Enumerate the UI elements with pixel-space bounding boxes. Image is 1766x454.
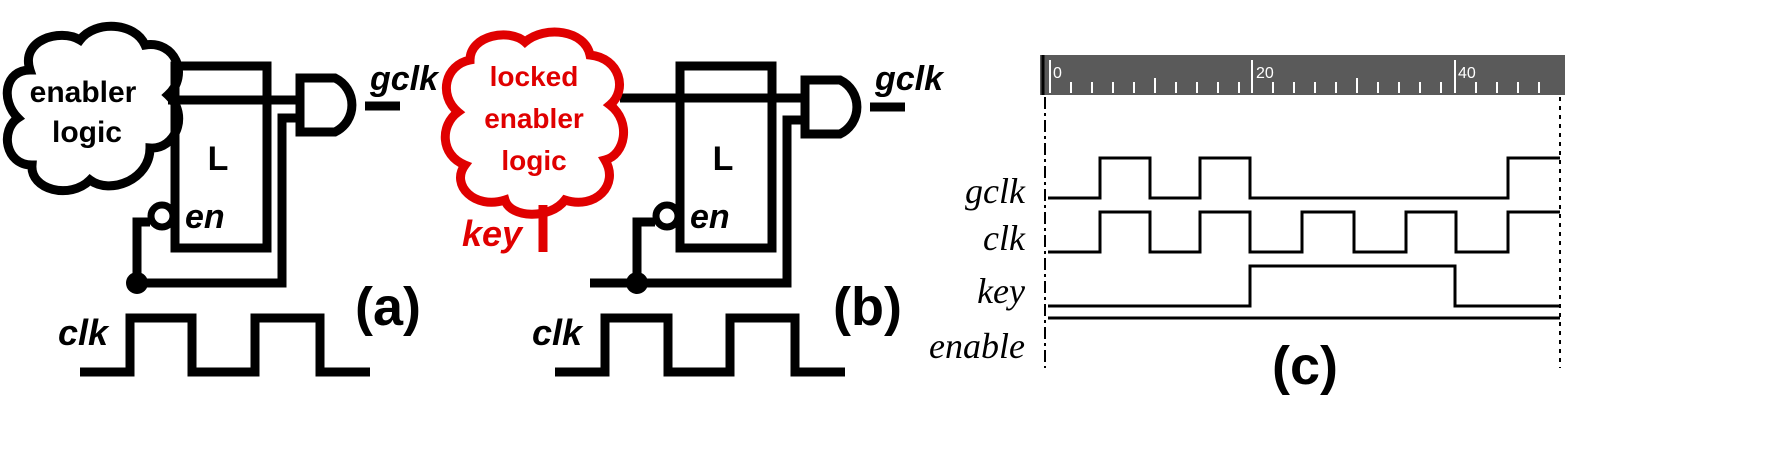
panel-label-b: (b): [833, 277, 902, 337]
waveforms: [1048, 156, 1560, 320]
latch-label-b: L: [713, 140, 734, 178]
signal-label-key: key: [977, 271, 1025, 311]
gclk-label-a: gclk: [369, 60, 440, 98]
junction-dot-b: [626, 272, 648, 294]
latch-box-a: [170, 61, 272, 253]
wave-gclk: [1048, 156, 1560, 200]
cloud-text-line2-a: logic: [52, 116, 122, 149]
and-gate-a: [295, 73, 357, 137]
ruler-tick-40: 40: [1458, 65, 1476, 82]
en-label-a: en: [185, 198, 225, 236]
wave-key: [1048, 264, 1560, 308]
ruler-tick-20: 20: [1256, 65, 1274, 82]
key-label-b: key: [462, 213, 524, 254]
latch-label-a: L: [208, 140, 229, 178]
clk-label-a: clk: [58, 312, 110, 353]
en-label-b: en: [690, 198, 730, 236]
panel-label-a: (a): [355, 277, 421, 337]
inverter-bubble-b: [652, 201, 682, 231]
ruler-bar: [1040, 55, 1565, 95]
and-gate-b: [800, 75, 862, 139]
cloud-text-line1-a: enabler: [30, 76, 137, 109]
clk-waveform-a: [80, 313, 370, 377]
wave-clk: [1048, 210, 1560, 254]
panel-b: [555, 61, 905, 377]
locked-cloud-line1: locked: [490, 61, 579, 92]
wire-clk-to-and-a: [130, 113, 300, 288]
junction-dot-a: [126, 272, 148, 294]
signal-label-clk: clk: [983, 218, 1026, 258]
panel-c: 0 20 40 gclk clk key enable (c): [929, 55, 1565, 396]
gclk-label-b: gclk: [874, 60, 945, 98]
signal-label-enable: enable: [929, 326, 1025, 366]
locked-cloud-line2: enabler: [484, 103, 584, 134]
latch-box-b: [675, 61, 777, 253]
ruler-tick-0: 0: [1053, 65, 1062, 82]
locked-cloud-line3: logic: [501, 145, 566, 176]
locked-enabler-cloud: [440, 27, 629, 219]
inverter-bubble-a: [147, 201, 177, 231]
wire-clk-to-en-a: [132, 217, 150, 283]
ruler-ticks: [1049, 60, 1540, 93]
wire-clk-to-and-b: [590, 115, 805, 288]
wire-clk-to-en-b: [632, 217, 655, 283]
enabler-logic-cloud: [2, 21, 184, 196]
panel-a: [2, 21, 400, 377]
signal-label-gclk: gclk: [965, 171, 1026, 211]
locked-cloud-group: [440, 27, 629, 252]
clk-waveform-b: [555, 313, 845, 377]
panel-label-c: (c): [1272, 336, 1338, 396]
clk-label-b: clk: [532, 312, 584, 353]
